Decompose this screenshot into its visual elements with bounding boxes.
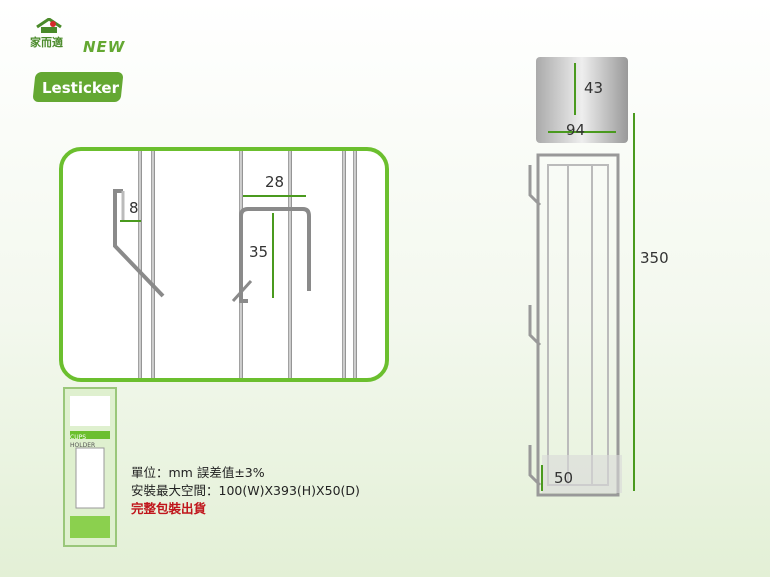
unit-spec: 單位：mm 誤差值±3% <box>131 465 265 480</box>
zoom-detail-panel: 8 28 35 <box>59 147 389 382</box>
package-spec: 完整包裝出貨 <box>131 501 207 516</box>
clip-width-label: 28 <box>265 173 285 191</box>
total-height-label: 350 <box>640 249 669 267</box>
package-box-image: CUPS HOLDER <box>62 386 118 548</box>
house-icon <box>36 18 62 33</box>
brand-mini-name: 家而適 <box>30 36 63 49</box>
specs-text: 單位：mm 誤差值±3% 安裝最大空間：100(W)X393(H)X50(D) … <box>131 464 360 518</box>
depth-label: 50 <box>554 469 574 487</box>
brand-name: Lesticker <box>42 79 120 97</box>
package-subtitle: HOLDER <box>70 442 96 449</box>
space-spec: 安裝最大空間：100(W)X393(H)X50(D) <box>131 483 360 498</box>
new-label: NEW <box>83 38 126 56</box>
hook-gap-label: 8 <box>129 199 139 217</box>
plate-height-label: 43 <box>584 79 604 97</box>
product-illustration: 43 94 350 50 <box>520 55 680 515</box>
clip-height-label: 35 <box>249 243 269 261</box>
package-title: CUPS <box>70 434 87 441</box>
brand-logo: 家而適 NEW Lesticker <box>30 14 160 114</box>
top-width-label: 94 <box>566 121 586 139</box>
